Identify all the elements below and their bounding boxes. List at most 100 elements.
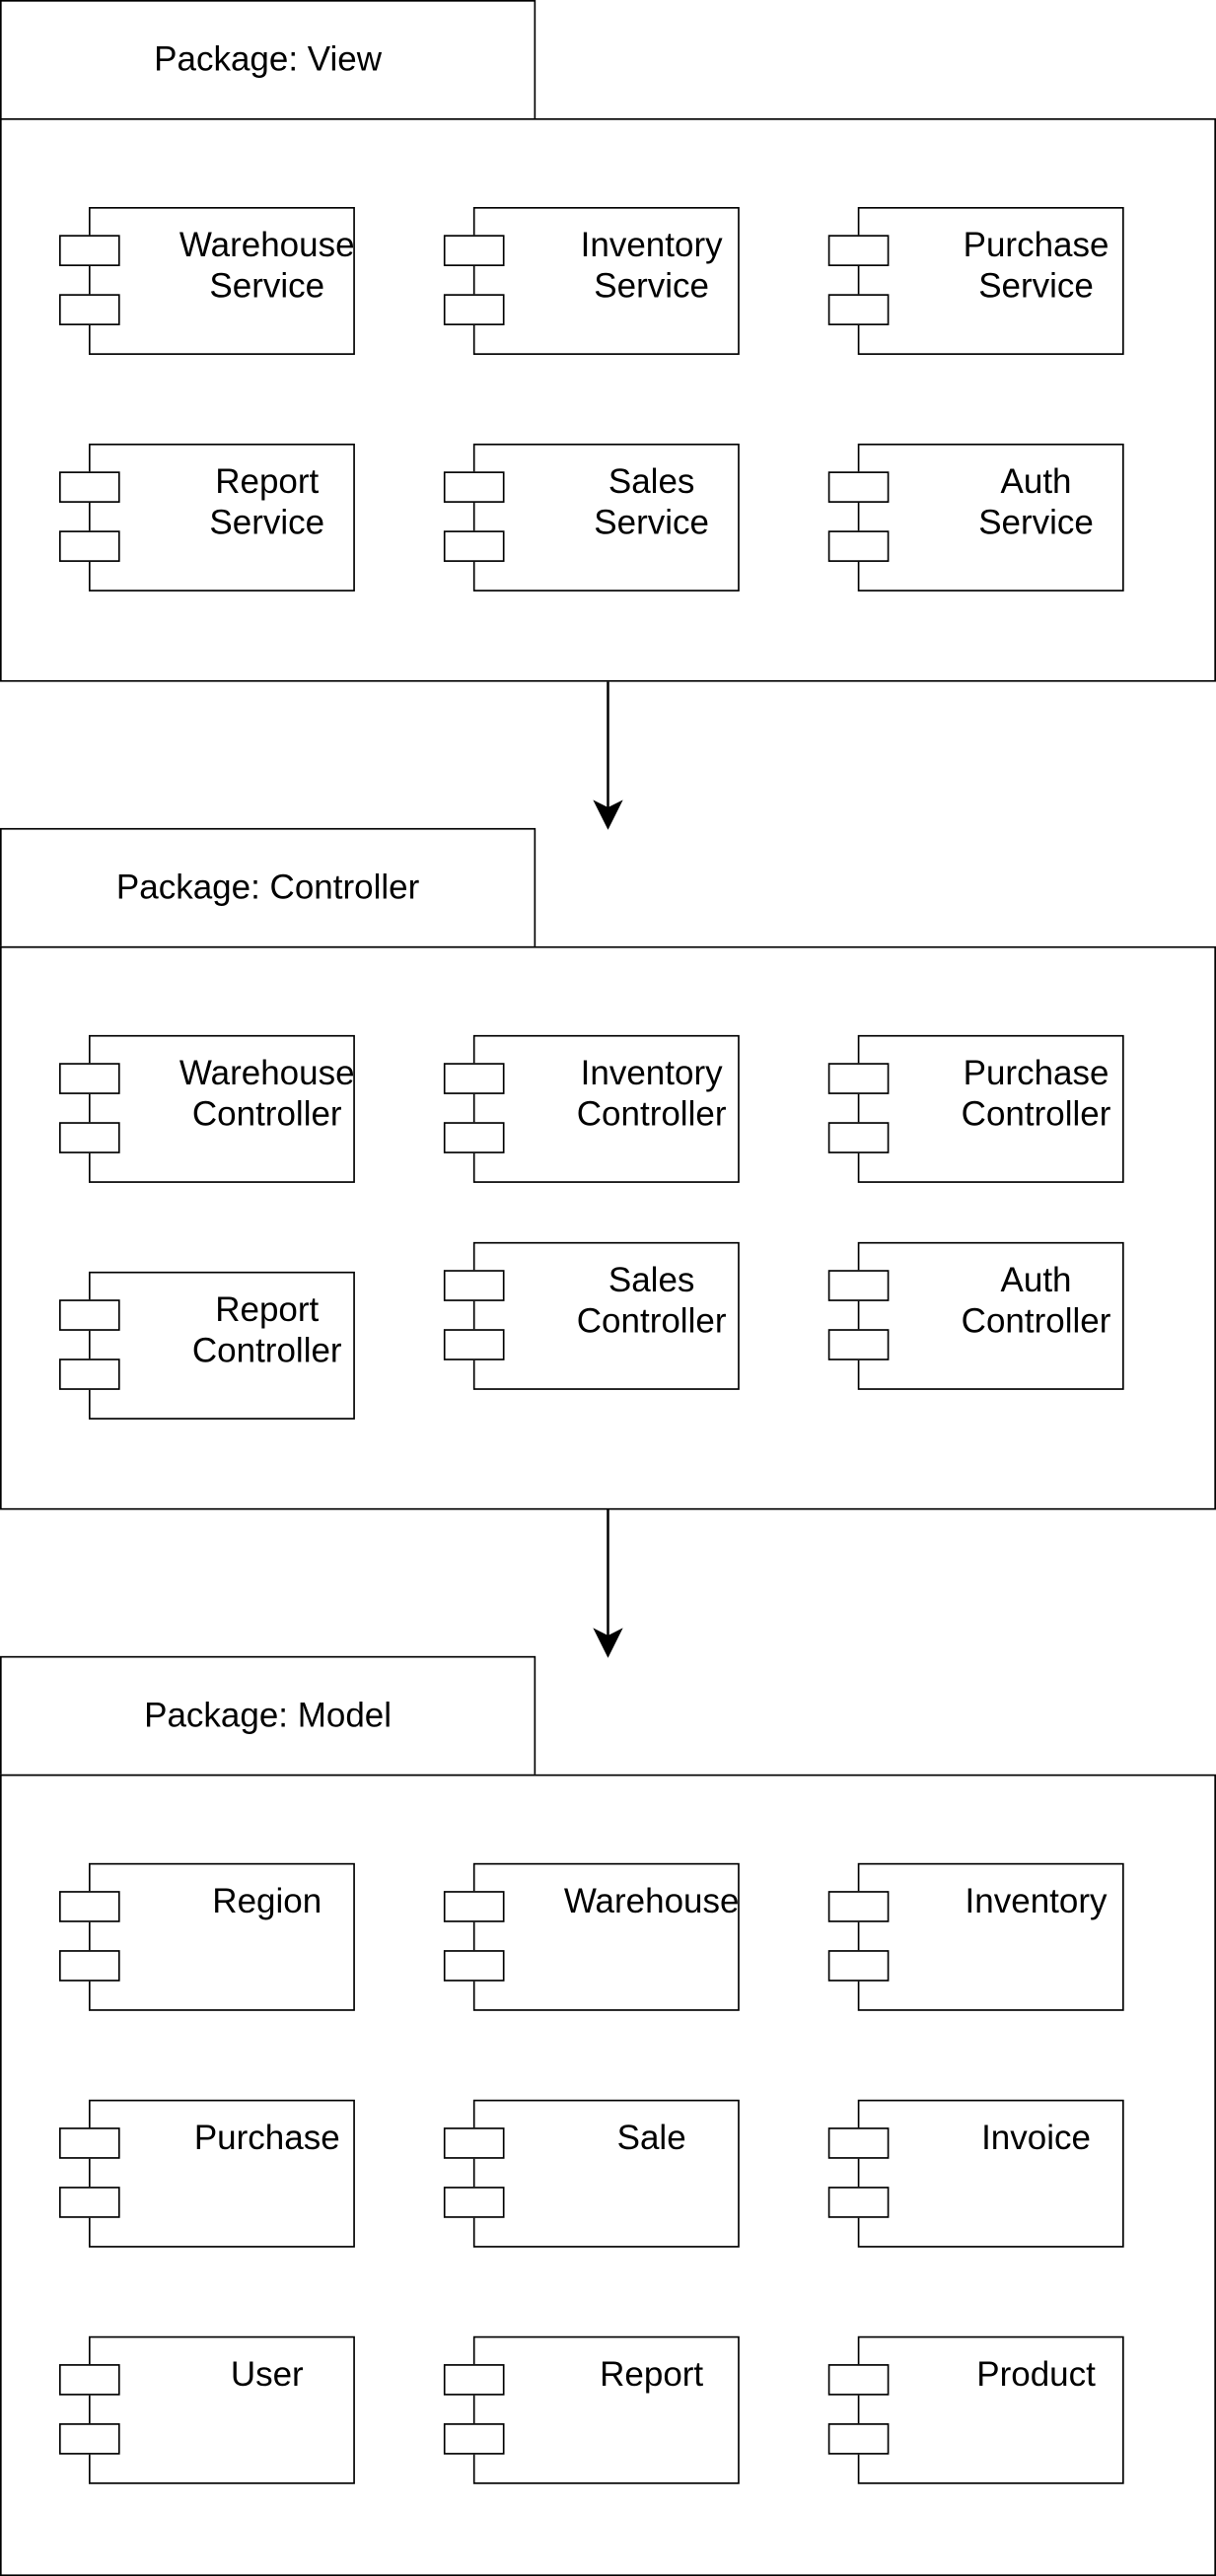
component-label: Warehouse <box>473 1881 771 1922</box>
component-label-line: Service <box>594 267 709 306</box>
component-label-line: Controller <box>576 1302 727 1341</box>
component-sales-service: Sales Service <box>443 443 772 594</box>
component-label-line: Sales <box>608 462 695 502</box>
dependency-arrow-view-to-controller <box>593 681 623 830</box>
component-label-line: Product <box>976 2355 1096 2395</box>
component-box <box>88 1271 355 1420</box>
component-label-line: Warehouse <box>563 1882 740 1921</box>
component-box <box>857 1862 1124 2011</box>
component-label-line: Invoice <box>981 2119 1091 2158</box>
component-label: Report Controller <box>89 1289 387 1371</box>
component-port-icon <box>827 1063 890 1094</box>
component-label: Region <box>89 1881 387 1922</box>
component-label-line: Report <box>215 462 320 502</box>
component-region: Region <box>58 1862 388 2014</box>
component-port-icon <box>58 1358 120 1390</box>
component-report-service: Report Service <box>58 443 388 594</box>
component-label: Product <box>858 2354 1156 2396</box>
component-label-line: Inventory <box>580 1054 723 1093</box>
component-box <box>857 206 1124 355</box>
component-label: Auth Service <box>858 461 1156 543</box>
component-label-line: Auth <box>1000 1261 1072 1300</box>
component-box <box>88 2099 355 2248</box>
component-label-line: Controller <box>191 1332 342 1370</box>
component-auth-controller: Auth Controller <box>827 1241 1157 1393</box>
component-report: Report <box>443 2335 772 2487</box>
component-label: Purchase <box>89 2118 387 2159</box>
component-port-icon <box>443 2364 505 2396</box>
component-purchase: Purchase <box>58 2099 388 2251</box>
component-port-icon <box>58 294 120 325</box>
component-label-line: Service <box>978 267 1094 306</box>
component-port-icon <box>827 2127 890 2159</box>
component-port-icon <box>827 1122 890 1153</box>
component-warehouse-controller: Warehouse Controller <box>58 1034 388 1186</box>
component-port-icon <box>58 1122 120 1153</box>
component-box <box>472 1034 740 1183</box>
package-tab-model: Package: Model <box>0 1655 536 1776</box>
component-label: Purchase Service <box>858 225 1156 307</box>
component-port-icon <box>58 2423 120 2455</box>
component-port-icon <box>443 1122 505 1153</box>
package-title: Package: View <box>154 39 383 79</box>
component-inventory-service: Inventory Service <box>443 206 772 358</box>
component-label-line: Inventory <box>965 1882 1108 1921</box>
component-port-icon <box>443 2423 505 2455</box>
component-label-line: Controller <box>576 1095 727 1134</box>
component-port-icon <box>58 2364 120 2396</box>
component-inventory: Inventory <box>827 1862 1157 2014</box>
component-label-line: Purchase <box>193 2119 340 2158</box>
component-warehouse: Warehouse <box>443 1862 772 2014</box>
component-label: Inventory <box>858 1881 1156 1922</box>
component-port-icon <box>443 1063 505 1094</box>
component-port-icon <box>443 1270 505 1301</box>
component-inventory-controller: Inventory Controller <box>443 1034 772 1186</box>
component-label: Sales Service <box>473 461 771 543</box>
component-user: User <box>58 2335 388 2487</box>
component-label: Report <box>473 2354 771 2396</box>
component-label: Invoice <box>858 2118 1156 2159</box>
component-port-icon <box>827 1329 890 1360</box>
component-port-icon <box>827 235 890 266</box>
component-label-line: Sales <box>608 1261 695 1300</box>
component-warehouse-service: Warehouse Service <box>58 206 388 358</box>
component-box <box>472 2099 740 2248</box>
component-box <box>88 1034 355 1183</box>
component-box <box>88 443 355 592</box>
component-label-line: Service <box>209 504 325 542</box>
component-purchase-service: Purchase Service <box>827 206 1157 358</box>
component-label-line: Inventory <box>580 226 723 265</box>
component-port-icon <box>58 1950 120 1982</box>
component-purchase-controller: Purchase Controller <box>827 1034 1157 1186</box>
component-port-icon <box>58 530 120 562</box>
component-label: Warehouse Controller <box>89 1053 387 1135</box>
component-sale: Sale <box>443 2099 772 2251</box>
component-sales-controller: Sales Controller <box>443 1241 772 1393</box>
component-port-icon <box>443 530 505 562</box>
package-tab-controller: Package: Controller <box>0 827 536 948</box>
component-label: Purchase Controller <box>858 1053 1156 1135</box>
component-label-line: Service <box>594 504 709 542</box>
component-box <box>857 443 1124 592</box>
component-box <box>472 443 740 592</box>
component-box <box>857 1034 1124 1183</box>
component-invoice: Invoice <box>827 2099 1157 2251</box>
component-port-icon <box>58 1063 120 1094</box>
component-label-line: Warehouse <box>179 1054 355 1093</box>
component-box <box>88 2335 355 2484</box>
component-port-icon <box>58 1891 120 1922</box>
component-label-line: Service <box>978 504 1094 542</box>
component-product: Product <box>827 2335 1157 2487</box>
component-box <box>857 2099 1124 2248</box>
package-tab-view: Package: View <box>0 0 536 120</box>
component-port-icon <box>58 471 120 503</box>
component-label: Warehouse Service <box>89 225 387 307</box>
component-port-icon <box>443 294 505 325</box>
component-box <box>472 2335 740 2484</box>
component-box <box>857 1241 1124 1390</box>
package-title: Package: Model <box>144 1696 393 1734</box>
component-box <box>472 1862 740 2011</box>
